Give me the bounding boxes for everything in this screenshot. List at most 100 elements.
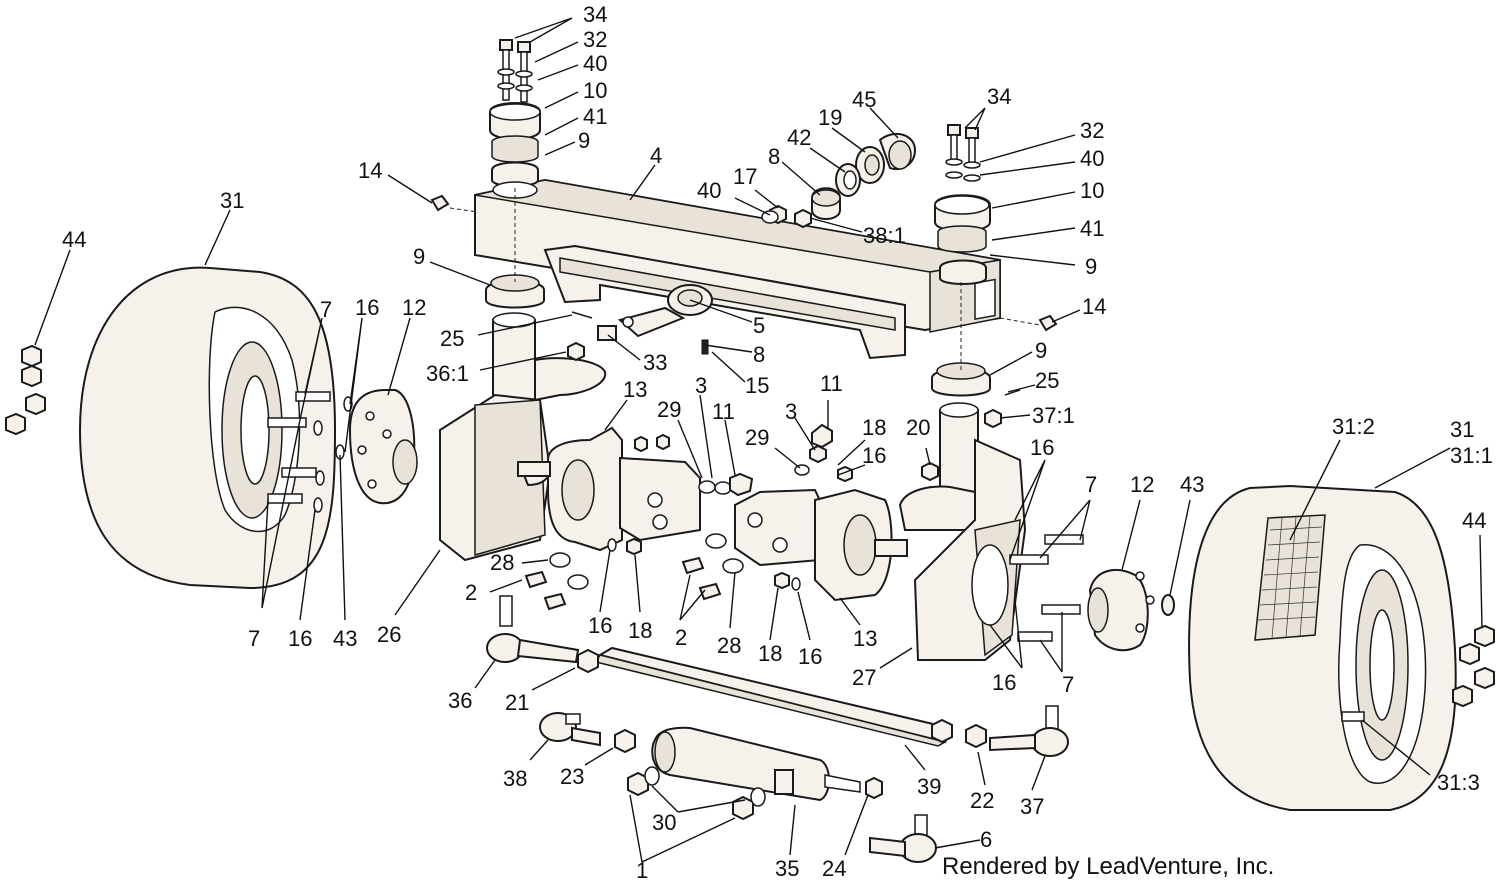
callout-35[interactable]: 35: [775, 856, 799, 881]
callout-44[interactable]: 44: [62, 227, 86, 252]
callout-16[interactable]: 16: [798, 644, 822, 669]
left-grease-fitting[interactable]: [430, 194, 450, 212]
callout-41[interactable]: 41: [583, 104, 607, 129]
callout-1[interactable]: 1: [636, 858, 648, 883]
left-wheel-nuts[interactable]: [5, 344, 46, 436]
callout-9[interactable]: 9: [1085, 254, 1097, 279]
callout-16[interactable]: 16: [355, 295, 379, 320]
callout-29[interactable]: 29: [657, 397, 681, 422]
steering-cylinder[interactable]: [651, 726, 861, 802]
callout-23[interactable]: 23: [560, 764, 584, 789]
hydraulic-fittings-lower[interactable]: [524, 533, 744, 611]
callout-12[interactable]: 12: [1130, 472, 1154, 497]
pivot-seal[interactable]: [878, 132, 917, 170]
right-grease-fitting[interactable]: [1038, 314, 1058, 332]
callout-32[interactable]: 32: [583, 27, 607, 52]
callout-43[interactable]: 43: [333, 626, 357, 651]
left-motor-bolts[interactable]: [607, 433, 670, 552]
callout-7[interactable]: 7: [320, 297, 332, 322]
callout-2[interactable]: 2: [465, 580, 477, 605]
callout-43[interactable]: 43: [1180, 472, 1204, 497]
left-wheel-hub[interactable]: [348, 389, 418, 505]
callout-26[interactable]: 26: [377, 622, 401, 647]
callout-36[interactable]: 36: [448, 688, 472, 713]
callout-42[interactable]: 42: [787, 125, 811, 150]
callout-18[interactable]: 18: [628, 618, 652, 643]
callout-31-2[interactable]: 31:2: [1332, 414, 1375, 439]
right-steering-knuckle[interactable]: [898, 402, 1027, 661]
callout-33[interactable]: 33: [643, 350, 667, 375]
callout-38-1[interactable]: 38:1: [863, 223, 906, 248]
callout-27[interactable]: 27: [852, 665, 876, 690]
callout-5[interactable]: 5: [753, 313, 765, 338]
callout-31[interactable]: 31: [1450, 417, 1474, 442]
callout-32[interactable]: 32: [1080, 118, 1104, 143]
callout-25[interactable]: 25: [440, 326, 464, 351]
callout-13[interactable]: 13: [853, 626, 877, 651]
cylinder-ball-joint-6[interactable]: [869, 814, 937, 863]
callout-12[interactable]: 12: [402, 295, 426, 320]
callout-10[interactable]: 10: [1080, 178, 1104, 203]
callout-22[interactable]: 22: [970, 788, 994, 813]
callout-18[interactable]: 18: [862, 415, 886, 440]
callout-37[interactable]: 37: [1020, 794, 1044, 819]
callout-7[interactable]: 7: [1085, 472, 1097, 497]
callout-31[interactable]: 31: [220, 188, 244, 213]
callout-28[interactable]: 28: [490, 550, 514, 575]
callout-13[interactable]: 13: [623, 377, 647, 402]
callout-31-3[interactable]: 31:3: [1437, 770, 1480, 795]
pivot-bolt[interactable]: [597, 325, 709, 355]
callout-15[interactable]: 15: [745, 373, 769, 398]
cylinder-fittings[interactable]: [627, 766, 766, 821]
tie-rod-jam-nuts[interactable]: [577, 648, 987, 800]
callout-29[interactable]: 29: [745, 425, 769, 450]
callout-11[interactable]: 11: [820, 371, 843, 396]
left-spindle-cap[interactable]: [489, 102, 541, 199]
callout-34[interactable]: 34: [583, 2, 607, 27]
callout-9[interactable]: 9: [578, 128, 590, 153]
callout-8[interactable]: 8: [753, 342, 765, 367]
right-tie-rod-end[interactable]: [989, 705, 1069, 757]
callout-11[interactable]: 11: [712, 399, 735, 424]
callout-9[interactable]: 9: [1035, 338, 1047, 363]
callout-2[interactable]: 2: [675, 625, 687, 650]
right-wheel-nuts[interactable]: [1452, 624, 1495, 708]
left-wheel-studs[interactable]: [267, 391, 331, 504]
callout-16[interactable]: 16: [862, 443, 886, 468]
left-castle-nut[interactable]: [567, 341, 585, 362]
callout-4[interactable]: 4: [650, 143, 662, 168]
callout-24[interactable]: 24: [822, 856, 846, 881]
pivot-spacer[interactable]: [811, 187, 841, 220]
callout-38[interactable]: 38: [503, 766, 527, 791]
cylinder-ball-joint-38[interactable]: [539, 712, 601, 747]
right-wheel-motor[interactable]: [734, 488, 908, 602]
callout-20[interactable]: 20: [906, 415, 930, 440]
right-spindle-bolts[interactable]: [945, 124, 981, 182]
callout-14[interactable]: 14: [1082, 294, 1106, 319]
callout-16[interactable]: 16: [588, 613, 612, 638]
callout-40[interactable]: 40: [583, 51, 607, 76]
left-tire[interactable]: [78, 266, 337, 590]
callout-45[interactable]: 45: [852, 87, 876, 112]
callout-40[interactable]: 40: [1080, 146, 1104, 171]
right-wheel-hub[interactable]: [1087, 569, 1155, 652]
left-bushing[interactable]: [485, 274, 545, 309]
callout-6[interactable]: 6: [980, 827, 992, 852]
axle-beam[interactable]: [474, 178, 1001, 360]
pivot-washer[interactable]: [835, 163, 861, 197]
callout-25[interactable]: 25: [1035, 368, 1059, 393]
right-lug-washer[interactable]: [1161, 594, 1175, 616]
pivot-bearing[interactable]: [855, 146, 885, 184]
left-spindle-bolts[interactable]: [497, 39, 533, 103]
callout-41[interactable]: 41: [1080, 216, 1104, 241]
left-wheel-motor[interactable]: [517, 426, 701, 552]
left-tie-rod-end[interactable]: [486, 595, 580, 664]
callout-36-1[interactable]: 36:1: [426, 361, 469, 386]
callout-16[interactable]: 16: [992, 670, 1016, 695]
callout-30[interactable]: 30: [652, 810, 676, 835]
callout-7[interactable]: 7: [1062, 672, 1074, 697]
callout-16[interactable]: 16: [1030, 435, 1054, 460]
callout-14[interactable]: 14: [358, 158, 382, 183]
callout-19[interactable]: 19: [818, 105, 842, 130]
callout-21[interactable]: 21: [505, 690, 529, 715]
